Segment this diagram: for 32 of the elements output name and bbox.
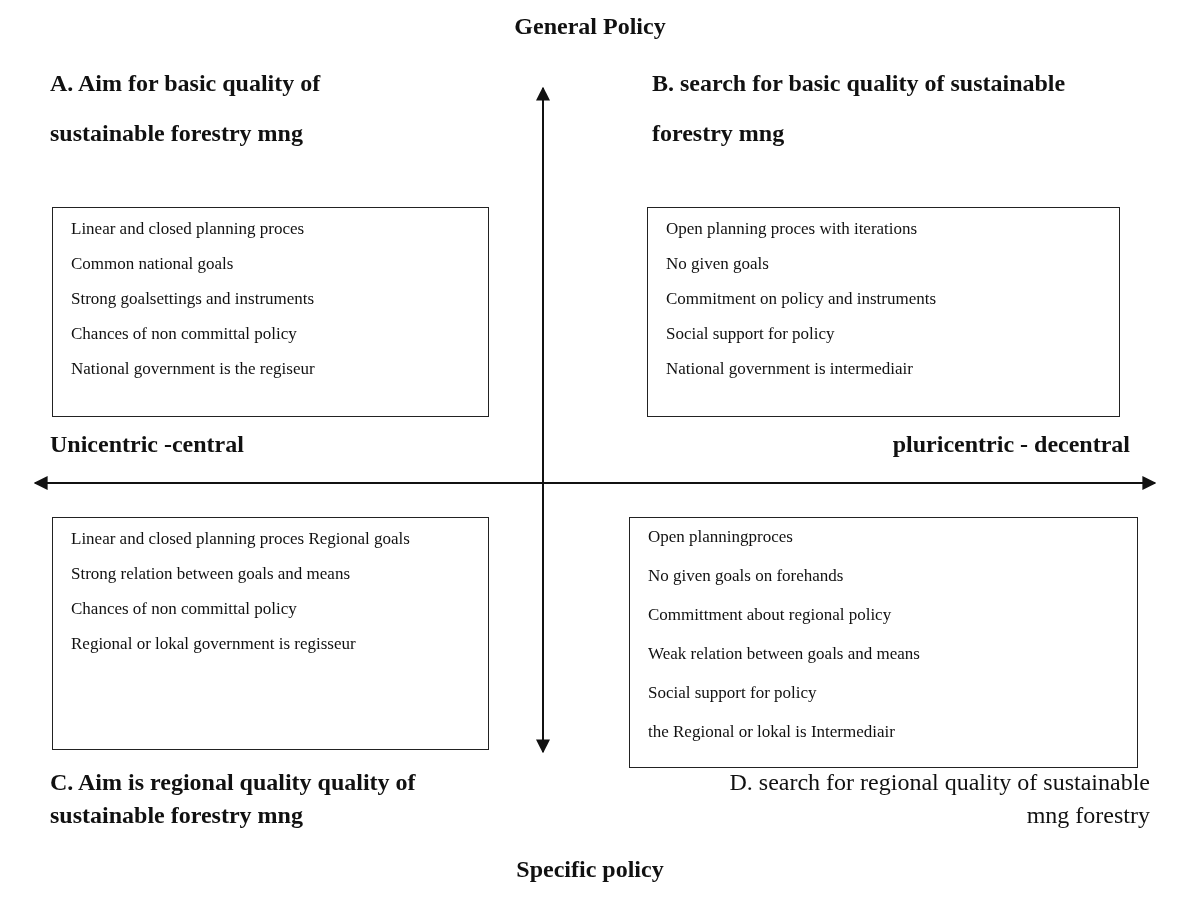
- statement-text: National government is intermediair: [666, 358, 914, 379]
- axis-label: General Policy: [513, 12, 667, 41]
- statement-text: Strong goalsettings and instruments: [71, 288, 316, 309]
- statement-text: Weak relation between goals and means: [648, 643, 921, 664]
- statement-text: Commitment on policy and instruments: [666, 288, 938, 309]
- text-box: [52, 207, 489, 417]
- quadrant-heading: B. search for basic quality of sustainable forestry mng: [652, 69, 1067, 148]
- statement-text: Social support for policy: [666, 323, 836, 344]
- statement-text: National government is the regiseur: [71, 358, 316, 379]
- quadrant-heading: D. search for regional quality of sustainable mng forestry: [728, 768, 1150, 830]
- text-box: [52, 517, 489, 750]
- axis-label: pluricentric - decentral: [891, 430, 1130, 459]
- axis-label: Unicentric -central: [50, 430, 245, 459]
- statement-text: Open planningproces: [648, 526, 794, 547]
- text-box: [629, 517, 1138, 768]
- statement-text: the Regional or lokal is Intermediair: [648, 721, 896, 742]
- quadrant-heading: A. Aim for basic quality of sustainable forestry mng: [50, 69, 322, 148]
- statement-text: Linear and closed planning proces: [71, 218, 306, 239]
- axis-label: Specific policy: [515, 855, 665, 884]
- statement-text: Open planning proces with iterations: [666, 218, 919, 239]
- statement-text: Regional or lokal government is regisseur: [71, 633, 357, 654]
- statement-text: Chances of non committal policy: [71, 323, 298, 344]
- statement-text: Chances of non committal policy: [71, 598, 298, 619]
- text-box: [647, 207, 1120, 417]
- statement-text: Committment about regional policy: [648, 604, 893, 625]
- quadrant-heading: C. Aim is regional quality quality of sustainable forestry mng: [50, 768, 417, 830]
- statement-text: Linear and closed planning proces Regional goals: [71, 528, 411, 549]
- statement-text: Social support for policy: [648, 682, 818, 703]
- statement-text: No given goals on forehands: [648, 565, 845, 586]
- statement-text: Common national goals: [71, 253, 235, 274]
- statement-text: No given goals: [666, 253, 770, 274]
- statement-text: Strong relation between goals and means: [71, 563, 351, 584]
